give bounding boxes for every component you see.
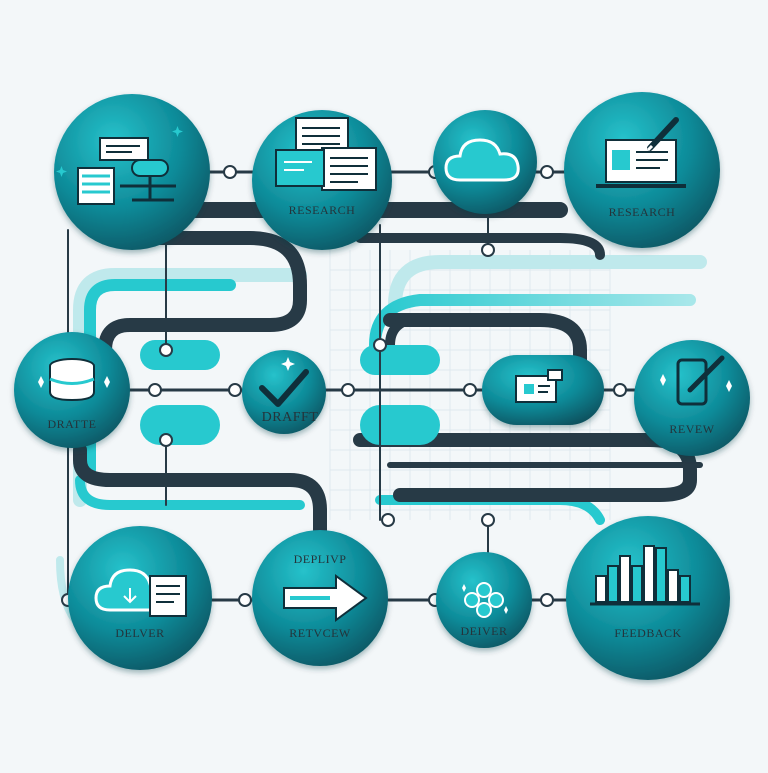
node-12 [566, 516, 730, 680]
database-icon [38, 358, 110, 402]
node-label-deiver: DEIVER [460, 624, 508, 638]
node-caption-deplivp: DEPLIVP [293, 552, 347, 566]
node-label-revew: REVEW [669, 422, 715, 436]
node-label-drafft: DRAFFT [261, 410, 319, 425]
node-label-delver: DELVER [115, 626, 165, 640]
cloud-document-icon [94, 568, 187, 617]
node-5 [14, 332, 130, 448]
computer-desk-icon [77, 137, 176, 205]
node-label-research-2: RESEARCH [608, 205, 676, 219]
documents-icon [275, 117, 377, 191]
node-1 [54, 94, 210, 250]
cloud-icon [444, 138, 520, 182]
node-4 [564, 92, 720, 248]
bar-chart-icon [590, 545, 700, 606]
arrow-right-icon [283, 574, 368, 622]
node-6 [242, 350, 326, 434]
node-label-retvcew: RETVCEW [289, 626, 351, 640]
pipe-tracks [56, 170, 707, 644]
laptop-pen-icon [596, 117, 686, 188]
node-label-research-1: RESEARCH [288, 203, 356, 217]
node-2 [252, 110, 392, 250]
node-8 [634, 340, 750, 456]
node-7 [482, 355, 604, 425]
node-9 [68, 526, 212, 670]
node-11 [436, 552, 532, 648]
node-label-dratte: DRATTE [47, 417, 97, 431]
node-label-feedback: FEEDBACK [614, 626, 682, 640]
document-card-icon [515, 369, 563, 403]
node-3 [433, 110, 537, 214]
node-10 [252, 530, 388, 666]
checkmark-icon [259, 357, 309, 407]
tablet-pen-icon [660, 355, 732, 406]
molecule-icon [462, 582, 508, 618]
sparkle-decorations [56, 126, 183, 177]
